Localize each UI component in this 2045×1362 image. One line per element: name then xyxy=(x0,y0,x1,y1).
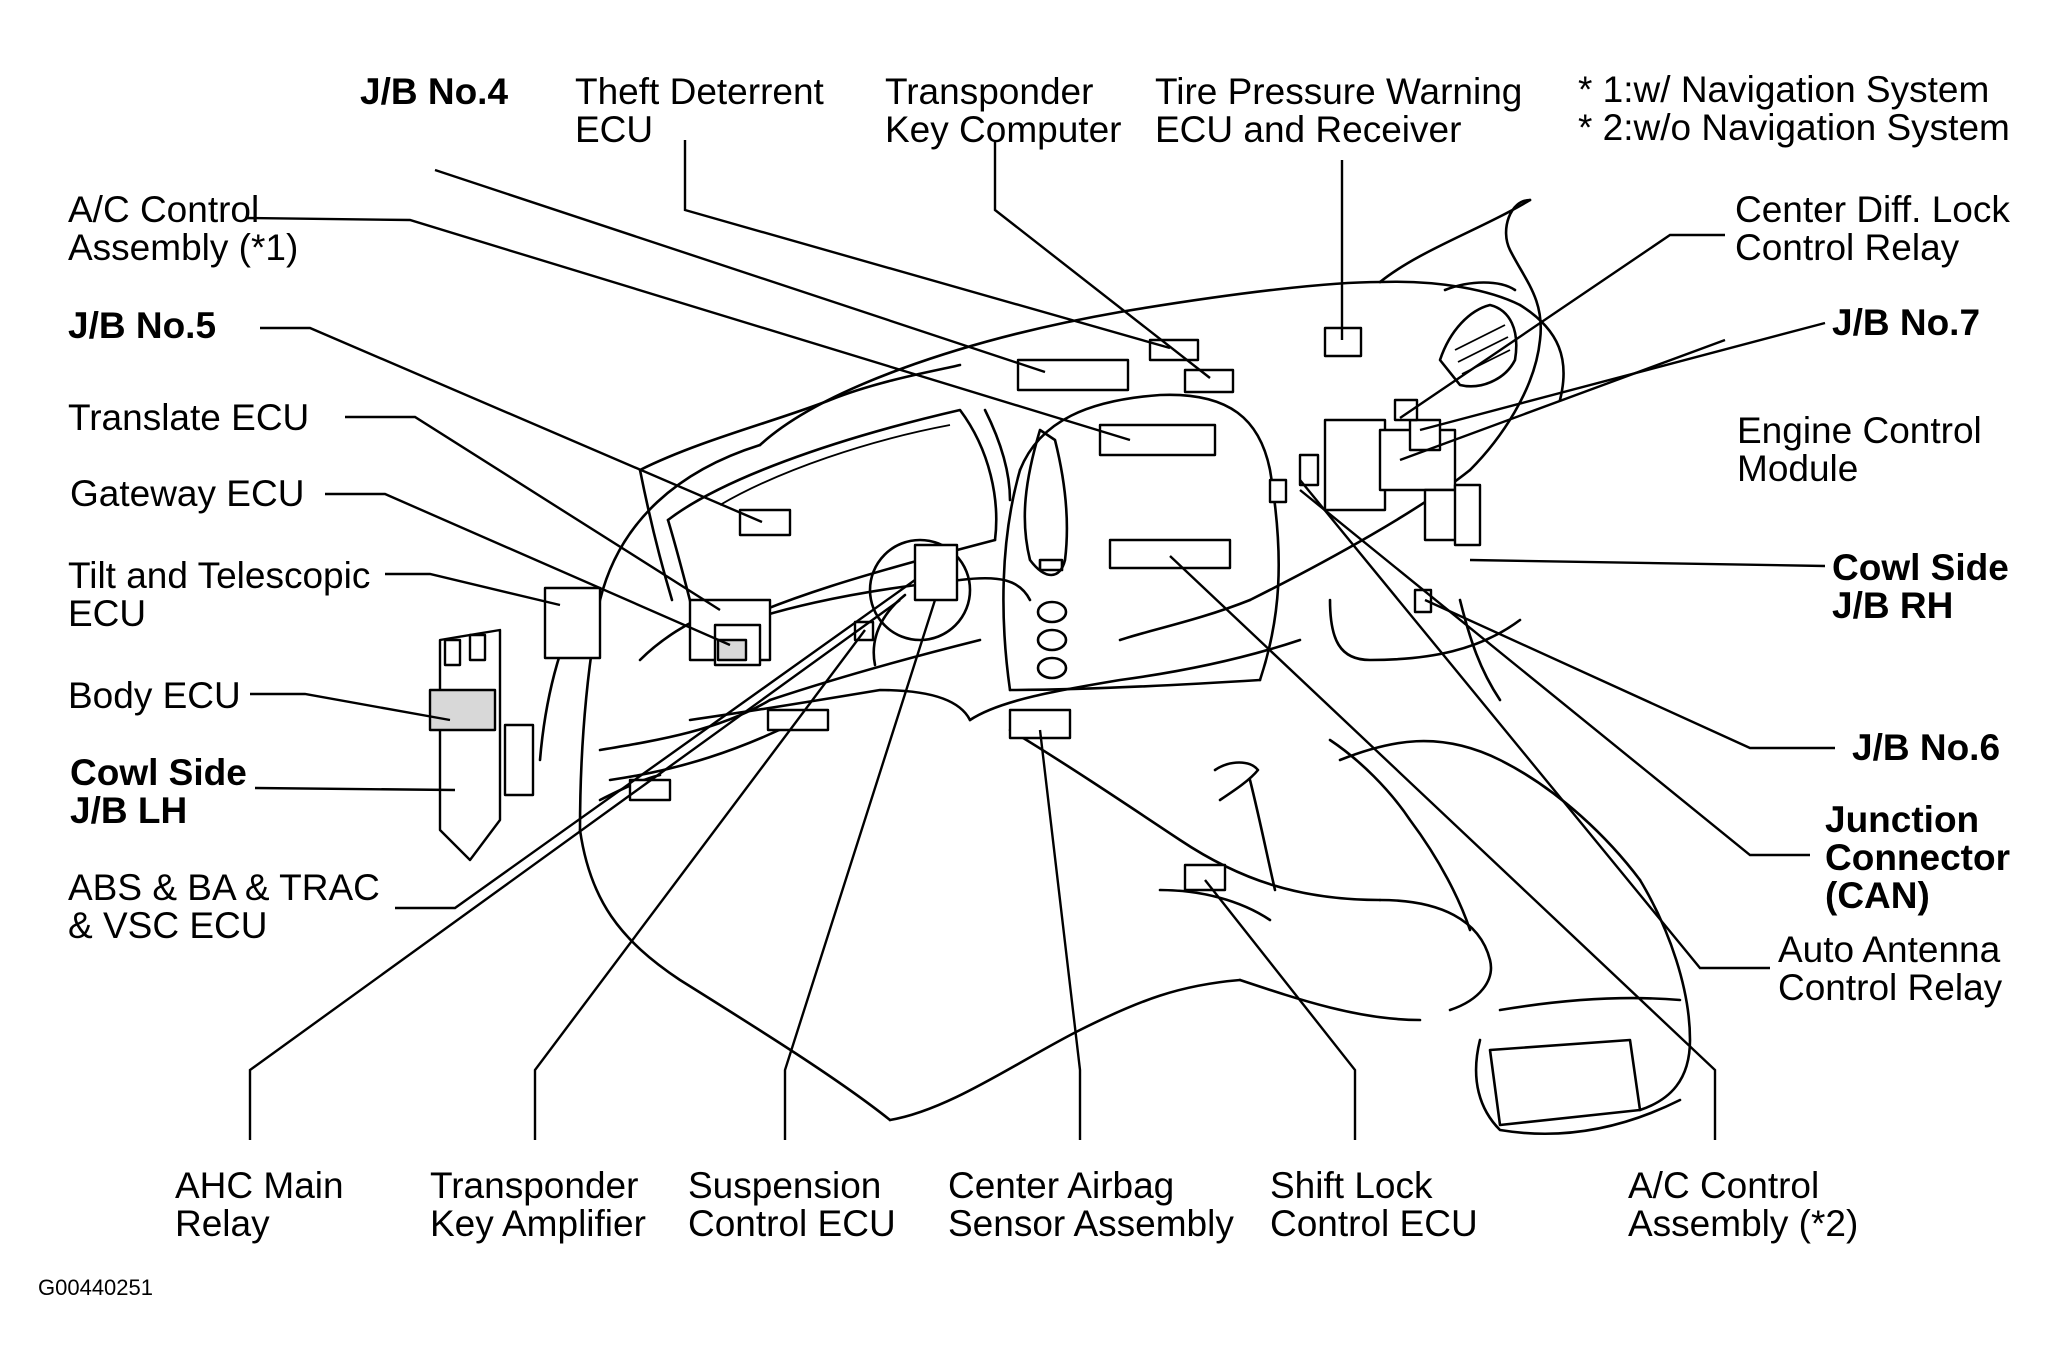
label-cowl-side-lh-line1: Cowl Side xyxy=(70,752,247,793)
label-tire-pressure-line2: ECU and Receiver xyxy=(1155,109,1461,150)
label-ac-control-1-line2: Assembly (*1) xyxy=(68,227,298,268)
label-junction-connector-line1: Junction xyxy=(1825,799,1979,840)
label-transponder-key-amplifier-line1: Transponder xyxy=(430,1165,638,1206)
label-theft-deterrent-ecu-line2: ECU xyxy=(575,109,653,150)
label-junction-connector-line3: (CAN) xyxy=(1825,875,1930,916)
label-jb-no7: J/B No.7 xyxy=(1832,302,1980,343)
label-shift-lock-ecu-line1: Shift Lock xyxy=(1270,1165,1433,1206)
label-suspension-ecu-line1: Suspension xyxy=(688,1165,881,1206)
label-engine-control-module-line2: Module xyxy=(1737,448,1858,489)
label-translate-ecu: Translate ECU xyxy=(68,397,309,438)
label-body-ecu: Body ECU xyxy=(68,675,241,716)
label-cowl-side-lh-line2: J/B LH xyxy=(70,790,187,831)
label-ac-control-1-line1: A/C Control xyxy=(68,189,259,230)
footnote-navigation-2: * 2:w/o Navigation System xyxy=(1578,107,2010,148)
label-engine-control-module-line1: Engine Control xyxy=(1737,410,1982,451)
label-gateway-ecu: Gateway ECU xyxy=(70,473,304,514)
label-jb-no6: J/B No.6 xyxy=(1852,727,2000,768)
label-ahc-main-relay-line2: Relay xyxy=(175,1203,270,1244)
label-cowl-side-rh-line2: J/B RH xyxy=(1832,585,1953,626)
figure-code: G00440251 xyxy=(38,1275,153,1300)
label-tire-pressure-line1: Tire Pressure Warning xyxy=(1155,71,1522,112)
label-abs-ecu-line2: & VSC ECU xyxy=(68,905,267,946)
leader-lines xyxy=(244,140,1835,1140)
label-auto-antenna-line1: Auto Antenna xyxy=(1778,929,2001,970)
label-auto-antenna-line2: Control Relay xyxy=(1778,967,2003,1008)
label-center-diff-lock-line1: Center Diff. Lock xyxy=(1735,189,2010,230)
label-tilt-telescopic-line2: ECU xyxy=(68,593,146,634)
label-ac-control-2-line2: Assembly (*2) xyxy=(1628,1203,1858,1244)
label-ac-control-2-line1: A/C Control xyxy=(1628,1165,1819,1206)
label-transponder-key-amplifier-line2: Key Amplifier xyxy=(430,1203,646,1244)
label-tilt-telescopic-line1: Tilt and Telescopic xyxy=(68,555,370,596)
label-jb-no5: J/B No.5 xyxy=(68,305,216,346)
label-cowl-side-rh-line1: Cowl Side xyxy=(1832,547,2009,588)
label-transponder-key-computer-line2: Key Computer xyxy=(885,109,1122,150)
label-jb-no4: J/B No.4 xyxy=(360,71,508,112)
label-abs-ecu-line1: ABS & BA & TRAC xyxy=(68,867,380,908)
footnote-navigation-1: * 1:w/ Navigation System xyxy=(1578,69,1989,110)
label-junction-connector-line2: Connector xyxy=(1825,837,2010,878)
label-shift-lock-ecu-line2: Control ECU xyxy=(1270,1203,1478,1244)
label-center-airbag-line2: Sensor Assembly xyxy=(948,1203,1234,1244)
label-ahc-main-relay-line1: AHC Main xyxy=(175,1165,344,1206)
label-suspension-ecu-line2: Control ECU xyxy=(688,1203,896,1244)
label-transponder-key-computer-line1: Transponder xyxy=(885,71,1093,112)
label-theft-deterrent-ecu-line1: Theft Deterrent xyxy=(575,71,825,112)
label-center-airbag-line1: Center Airbag xyxy=(948,1165,1174,1206)
label-center-diff-lock-line2: Control Relay xyxy=(1735,227,1960,268)
